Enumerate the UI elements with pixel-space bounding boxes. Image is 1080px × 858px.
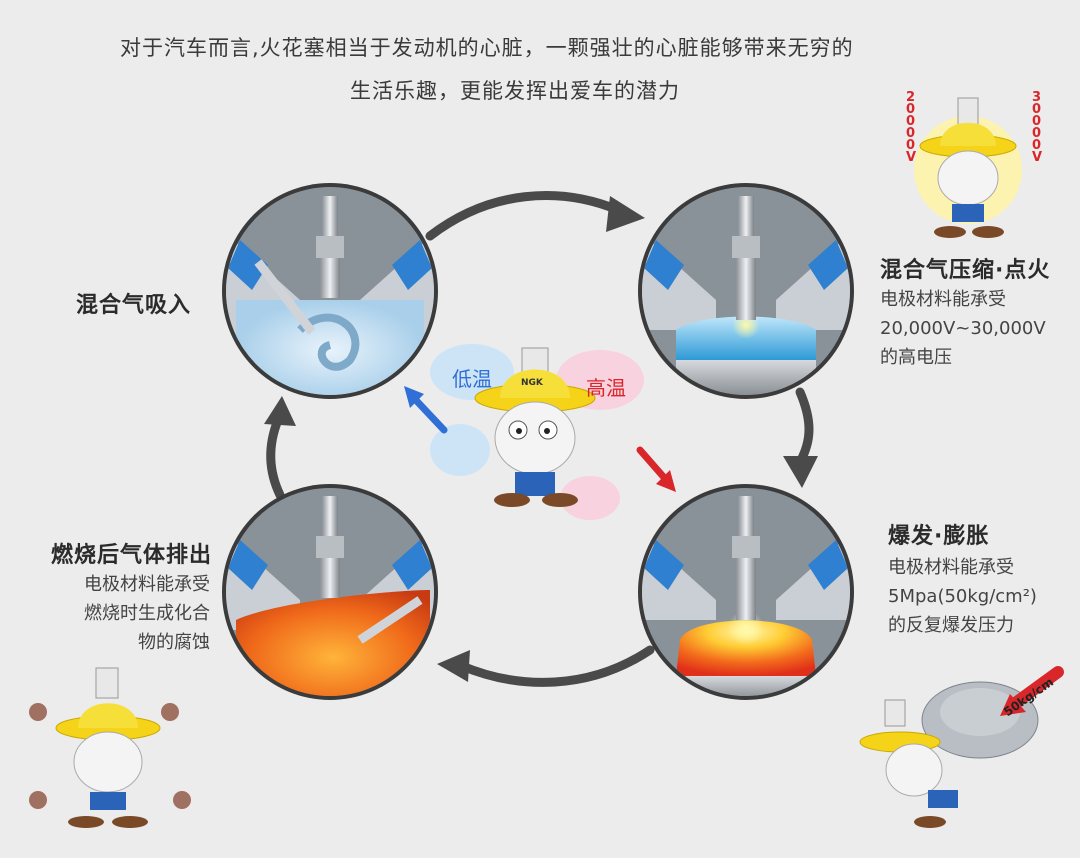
arrow-compress-to-explode xyxy=(800,392,809,462)
stage-compress-desc-2: 20,000V~30,000V xyxy=(880,314,1046,343)
engine-intake-illustration xyxy=(220,183,440,400)
stage-explode-desc-3: 的反复爆发压力 xyxy=(888,611,1014,640)
stage-compress-desc-3: 的高电压 xyxy=(880,343,952,372)
mascot-voltage xyxy=(914,98,1022,238)
high-temp-label: 高温 xyxy=(586,372,626,401)
mascot-corrosion xyxy=(29,668,191,828)
arrow-exhaust-to-intake xyxy=(271,420,280,495)
stage-exhaust-title: 燃烧后气体排出 xyxy=(0,537,212,569)
engine-compress-illustration xyxy=(636,183,856,400)
stage-exhaust-desc-3: 物的腐蚀 xyxy=(0,628,210,657)
badge-30000v: 30000V xyxy=(1032,92,1046,164)
arrow-explode-to-exhaust xyxy=(462,650,650,682)
center-temperature-mascot xyxy=(404,344,676,520)
badge-20000v: 20000V xyxy=(906,92,920,164)
intro-line-1: 对于汽车而言,火花塞相当于发动机的心脏，一颗强壮的心脏能够带来无穷的 xyxy=(120,32,854,62)
engine-explode-illustration xyxy=(636,484,856,702)
arrow-intake-to-compress xyxy=(430,196,618,236)
low-temp-label: 低温 xyxy=(452,363,492,392)
stage-intake-title: 混合气吸入 xyxy=(76,287,191,319)
stage-compress-desc-1: 电极材料能承受 xyxy=(880,285,1006,314)
stage-exhaust-desc-1: 电极材料能承受 xyxy=(0,570,210,599)
stage-explode-desc-1: 电极材料能承受 xyxy=(888,553,1014,582)
stage-exhaust-desc-2: 燃烧时生成化合 xyxy=(0,599,210,628)
stage-explode-desc-2: 5Mpa(50kg/cm²) xyxy=(888,582,1037,611)
stage-compress-title: 混合气压缩·点火 xyxy=(880,252,1050,284)
mascot-brand-label: NGK xyxy=(521,378,543,388)
intro-line-2: 生活乐趣，更能发挥出爱车的潜力 xyxy=(350,75,680,105)
engine-exhaust-illustration xyxy=(220,484,440,702)
stage-explode-title: 爆发·膨胀 xyxy=(888,518,989,550)
